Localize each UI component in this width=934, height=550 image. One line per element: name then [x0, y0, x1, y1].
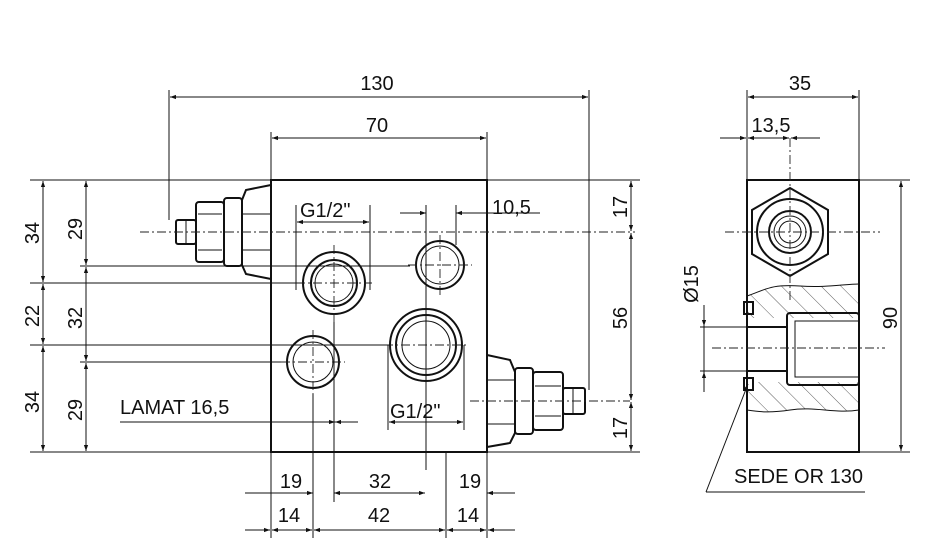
side-dim-offset: 13,5 [752, 115, 791, 137]
right-cartridge [486, 354, 586, 448]
dim-right-mid: 56 [610, 307, 632, 329]
extension-lines [30, 90, 640, 538]
dim-right-top: 17 [610, 196, 632, 218]
seal-leader [705, 383, 749, 493]
side-view: 35 13,5 Ø15 90 SEDE OR 130 [681, 73, 910, 493]
side-dim-width: 35 [789, 73, 811, 95]
port-label-bottom: G1/2" [390, 401, 440, 423]
valve-body-outline [270, 179, 488, 453]
dim-left-inner-top: 29 [65, 218, 87, 240]
dimension-lines [40, 94, 634, 533]
dim-port-offset: 10,5 [492, 197, 531, 219]
lamat-label: LAMAT 16,5 [120, 397, 229, 419]
dim-bottom-32: 32 [369, 471, 391, 493]
oring-groove-top [743, 301, 754, 315]
dim-left-outer-mid: 22 [22, 305, 44, 327]
dim-left-inner-bottom: 29 [65, 399, 87, 421]
dim-bottom-19-right: 19 [459, 471, 481, 493]
dim-right-bottom: 17 [610, 417, 632, 439]
dim-left-inner-mid: 32 [65, 307, 87, 329]
side-dim-height: 90 [880, 307, 902, 329]
break-line-top [746, 283, 860, 297]
break-line-bottom [746, 408, 860, 413]
dim-body-width: 70 [366, 115, 388, 137]
side-dim-diameter: Ø15 [681, 265, 703, 303]
dim-bottom-19-left: 19 [280, 471, 302, 493]
front-view: 130 70 10,5 G1/2" G1/2" LAMAT 16,5 34 22… [22, 73, 640, 538]
dim-bottom-42: 42 [368, 505, 390, 527]
side-body-outline [746, 179, 860, 453]
seal-label: SEDE OR 130 [734, 466, 863, 488]
dim-bottom-14-left: 14 [278, 505, 300, 527]
dim-bottom-14-right: 14 [457, 505, 479, 527]
left-cartridge [175, 184, 272, 280]
dim-left-outer-top: 34 [22, 222, 44, 244]
dim-left-outer-bottom: 34 [22, 391, 44, 413]
dim-overall-width: 130 [360, 73, 393, 95]
port-label-top: G1/2" [300, 200, 350, 222]
